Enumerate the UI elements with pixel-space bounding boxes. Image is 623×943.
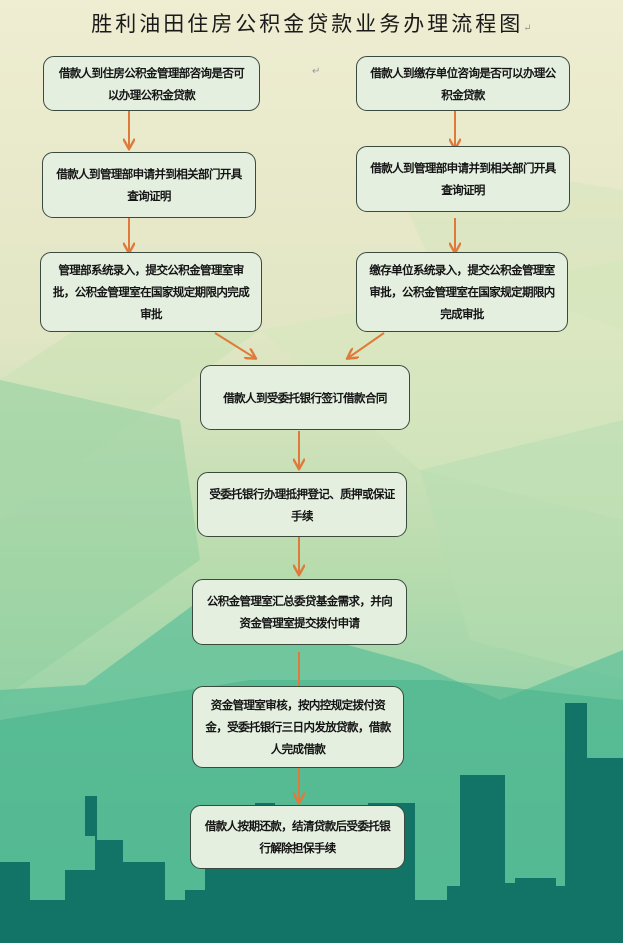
step-text: 借款人到住房公积金管理部咨询是否可以办理公积金贷款 [58, 65, 245, 102]
paragraph-mark: ↵ [312, 66, 321, 77]
step-box-L2: 借款人到管理部申请并到相关部门开具查询证明 [42, 152, 256, 218]
step-box-L1: 借款人到住房公积金管理部咨询是否可以办理公积金贷款 [43, 56, 260, 111]
step-box-C2: 受委托银行办理抵押登记、质押或保证手续 [197, 472, 407, 537]
step-text: 管理部系统录入，提交公积金管理室审批，公积金管理室在国家规定期限内完成审批 [52, 263, 250, 321]
step-text: 公积金管理室汇总委贷基金需求，并向资金管理室提交拨付申请 [206, 594, 393, 630]
paragraph-mark: ↵ [523, 23, 532, 34]
step-text: 借款人按期还款，结清贷款后受委托银行解除担保手续 [204, 819, 391, 855]
step-text: 缴存单位系统录入，提交公积金管理室审批，公积金管理室在国家规定期限内完成审批 [369, 263, 555, 321]
step-text: 借款人到管理部申请并到相关部门开具查询证明 [56, 167, 242, 203]
city-ground [0, 900, 623, 943]
step-box-R2: 借款人到管理部申请并到相关部门开具查询证明 [356, 146, 570, 212]
step-box-C1: 借款人到受委托银行签订借款合同 [200, 365, 410, 430]
page-title: 胜利油田住房公积金贷款业务办理流程图↵ [0, 8, 623, 38]
step-box-C4: 资金管理室审核，按内控规定拨付资金，受委托银行三日内发放贷款，借款人完成借款 [192, 686, 404, 768]
step-box-R3: 缴存单位系统录入，提交公积金管理室审批，公积金管理室在国家规定期限内完成审批 [356, 252, 568, 332]
step-text: 受委托银行办理抵押登记、质押或保证手续 [209, 486, 395, 523]
step-text: 借款人到受委托银行签订借款合同 [223, 390, 387, 405]
step-box-C3: 公积金管理室汇总委贷基金需求，并向资金管理室提交拨付申请 [192, 579, 407, 645]
step-box-C5: 借款人按期还款，结清贷款后受委托银行解除担保手续 [190, 805, 405, 869]
title-text: 胜利油田住房公积金贷款业务办理流程图 [91, 12, 524, 36]
step-text: 借款人到管理部申请并到相关部门开具查询证明 [370, 161, 556, 197]
step-text: 资金管理室审核，按内控规定拨付资金，受委托银行三日内发放贷款，借款人完成借款 [205, 698, 391, 756]
step-text: 借款人到缴存单位咨询是否可以办理公积金贷款 [370, 65, 556, 102]
step-box-L3: 管理部系统录入，提交公积金管理室审批，公积金管理室在国家规定期限内完成审批 [40, 252, 262, 332]
step-box-R1: 借款人到缴存单位咨询是否可以办理公积金贷款 [356, 56, 570, 111]
